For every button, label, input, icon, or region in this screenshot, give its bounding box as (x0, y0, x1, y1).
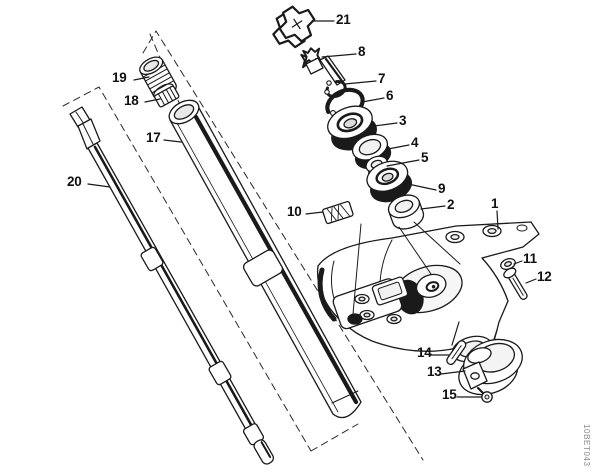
part-15-screw (476, 386, 493, 403)
callout-9: 9 (438, 181, 446, 196)
part-13-clamp (458, 338, 523, 396)
callout-18: 18 (124, 93, 139, 108)
callout-3: 3 (399, 113, 407, 128)
part-19-threaded-bushing (139, 56, 177, 100)
callout-1: 1 (491, 196, 499, 211)
part-8-star-adapter (300, 47, 324, 75)
callout-14: 14 (417, 345, 432, 360)
part-21-star-knob (272, 5, 316, 49)
callout-7: 7 (378, 71, 386, 86)
callout-5: 5 (421, 150, 429, 165)
diagram-id-watermark: 10BET043 (582, 424, 591, 467)
callout-15: 15 (442, 387, 457, 402)
part-4-ring (351, 133, 392, 170)
part-9-bearing (366, 160, 413, 203)
callout-20: 20 (67, 174, 82, 189)
callout-17: 17 (146, 130, 161, 145)
callout-8: 8 (358, 44, 366, 59)
leader-lines (87, 20, 537, 398)
part-17-drive-tube (168, 99, 362, 419)
part-7-shaft-clip (319, 55, 347, 99)
callout-10: 10 (287, 204, 302, 219)
part-11-washer (500, 257, 516, 271)
part-14-pin (446, 340, 467, 366)
callout-6: 6 (386, 88, 394, 103)
part-10-knurled-pin (322, 200, 354, 225)
callout-19: 19 (112, 70, 127, 85)
callout-2: 2 (447, 197, 455, 212)
callout-4: 4 (411, 135, 419, 150)
callout-11: 11 (523, 251, 537, 266)
part-20-drive-shaft (69, 106, 275, 465)
part-1-gearhead-housing (316, 221, 540, 363)
part-12-bolt (503, 267, 528, 300)
part-2-cup-washer (387, 194, 425, 230)
part-18-ribbed-ring (153, 83, 180, 108)
callout-12: 12 (537, 269, 552, 284)
callout-13: 13 (427, 364, 442, 379)
callout-21: 21 (336, 12, 351, 27)
